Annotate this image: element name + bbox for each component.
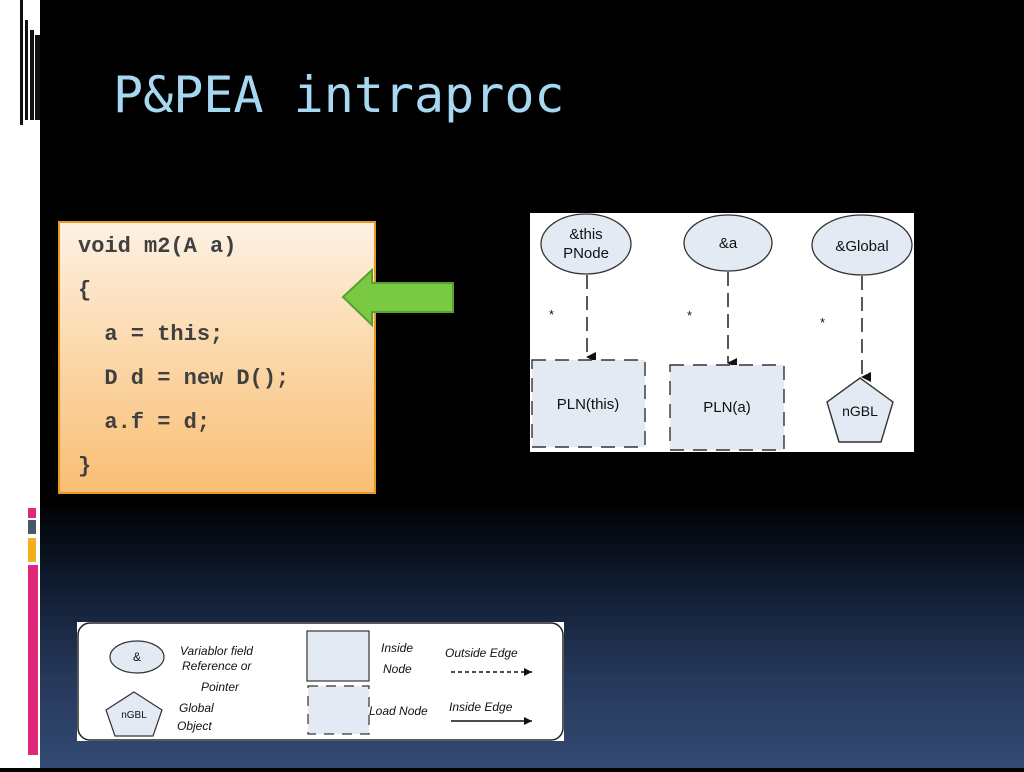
legend-global-desc: Global xyxy=(179,701,214,715)
edge-star: * xyxy=(820,315,825,330)
code-line: a = this; xyxy=(78,322,224,347)
legend-variable-ellipse xyxy=(109,640,165,674)
legend-inside-edge-label: Inside Edge xyxy=(449,700,513,714)
edge-star: * xyxy=(549,307,554,322)
global-object-pentagon xyxy=(826,377,894,443)
legend-outside-edge-label: Outside Edge xyxy=(445,646,518,660)
this-pnode-ellipse xyxy=(540,213,632,275)
code-line: { xyxy=(78,278,92,303)
legend-inside-node-label: Node xyxy=(383,662,412,676)
a-label: &a xyxy=(719,235,738,252)
code-line: a.f = d; xyxy=(78,410,211,435)
legend-load-node-label: Load Node xyxy=(369,704,428,718)
global-label: &Global xyxy=(835,238,888,255)
legend-variable-desc: Reference or xyxy=(182,659,252,673)
edge-star: * xyxy=(687,308,692,323)
pointer-arrow-icon xyxy=(341,268,454,328)
diagram-legend: & Variablor field Reference or Pointer n… xyxy=(77,622,564,741)
slide-title: P&PEA intraproc xyxy=(113,66,565,124)
legend-load-node-box xyxy=(307,685,370,735)
load-node-this xyxy=(531,359,646,448)
load-node-this-label: PLN(this) xyxy=(557,396,620,413)
legend-global-symbol: nGBL xyxy=(121,710,147,721)
legend-inside-node-box xyxy=(306,630,370,682)
a-ellipse xyxy=(683,214,773,272)
code-block: void m2(A a) { a = this; D d = new D(); … xyxy=(58,221,376,494)
load-node-a xyxy=(669,364,785,451)
legend-variable-desc: Pointer xyxy=(201,680,240,694)
side-strip-graphic xyxy=(20,0,40,755)
legend-global-pentagon xyxy=(105,691,163,737)
global-object-label: nGBL xyxy=(842,403,878,419)
this-pnode-label-line2: PNode xyxy=(563,245,609,262)
legend-global-desc: Object xyxy=(177,719,212,733)
load-node-a-label: PLN(a) xyxy=(703,399,751,416)
legend-variable-symbol: & xyxy=(133,650,141,664)
code-line: } xyxy=(78,454,92,479)
code-line: void m2(A a) xyxy=(78,234,237,259)
legend-variable-desc: Variablor field xyxy=(180,644,253,658)
this-pnode-label-line1: &this xyxy=(569,226,602,243)
side-strip xyxy=(0,0,40,768)
code-line: D d = new D(); xyxy=(78,366,290,391)
legend-inside-node-label: Inside xyxy=(381,641,413,655)
global-ellipse xyxy=(811,214,913,276)
points-to-diagram: &this PNode &a &Global * * * PLN(this) P… xyxy=(530,213,914,452)
